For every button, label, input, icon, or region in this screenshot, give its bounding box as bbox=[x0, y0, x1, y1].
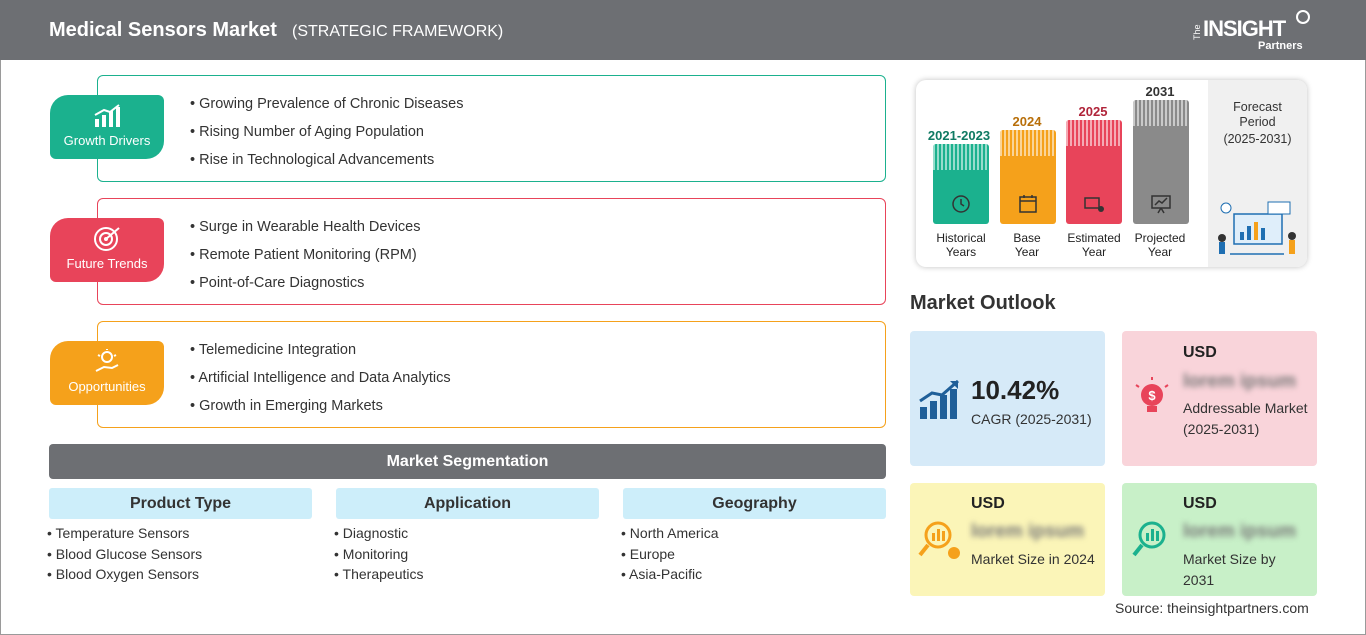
segment-list-geography: North America Europe Asia-Pacific bbox=[621, 525, 719, 587]
timeline-year-estimated: 2025 bbox=[1078, 104, 1108, 119]
list-item: Europe bbox=[621, 546, 719, 567]
growth-drivers-badge: Growth Drivers bbox=[50, 95, 164, 159]
size-2031-value: lorem ipsum bbox=[1183, 521, 1296, 542]
calendar-icon bbox=[1019, 195, 1037, 213]
cagr-value: 10.42% bbox=[971, 375, 1060, 405]
dollar-bulb-icon: $ bbox=[1135, 377, 1169, 412]
market-segmentation-bar: Market Segmentation bbox=[49, 444, 886, 479]
size-2031-label: Market Size by 2031 bbox=[1183, 551, 1276, 588]
segment-head-application: Application bbox=[336, 488, 599, 519]
future-trends-badge: Future Trends bbox=[50, 218, 164, 282]
list-item: Rising Number of Aging Population bbox=[190, 123, 463, 151]
timeline-year-historical: 2021-2023 bbox=[927, 128, 991, 143]
growth-drivers-box: Growing Prevalence of Chronic Diseases R… bbox=[97, 75, 886, 182]
list-item: Temperature Sensors bbox=[47, 525, 202, 546]
timeline-bar-historical bbox=[933, 144, 989, 224]
forecast-period-range: (2025-2031) bbox=[1223, 132, 1292, 146]
page-title: Medical Sensors Market bbox=[49, 19, 277, 41]
future-trends-label: Future Trends bbox=[66, 256, 148, 271]
logo-bulb-icon bbox=[1296, 10, 1310, 24]
addressable-value: lorem ipsum bbox=[1183, 371, 1296, 392]
opportunities-box: Telemedicine Integration Artificial Inte… bbox=[97, 321, 886, 428]
list-item: Monitoring bbox=[334, 546, 423, 567]
cagr-card: 10.42% CAGR (2025-2031) bbox=[910, 331, 1105, 466]
magnifier-chart-icon bbox=[1132, 521, 1166, 557]
timeline-year-projected: 2031 bbox=[1145, 84, 1175, 99]
list-item: Artificial Intelligence and Data Analyti… bbox=[190, 369, 450, 397]
target-icon bbox=[94, 227, 120, 251]
growth-drivers-list: Growing Prevalence of Chronic Diseases R… bbox=[190, 95, 463, 179]
lightbulb-hand-icon bbox=[95, 349, 119, 372]
list-item: Asia-Pacific bbox=[621, 566, 719, 587]
market-size-2031-card: USD lorem ipsum Market Size by 2031 bbox=[1122, 483, 1317, 596]
list-item: Blood Oxygen Sensors bbox=[47, 566, 202, 587]
growth-arrow-icon bbox=[919, 379, 959, 419]
list-item: North America bbox=[621, 525, 719, 546]
list-item: Surge in Wearable Health Devices bbox=[190, 218, 420, 246]
list-item: Blood Glucose Sensors bbox=[47, 546, 202, 567]
header-bar: Medical Sensors Market (STRATEGIC FRAMEW… bbox=[0, 0, 1366, 60]
segment-list-application: Diagnostic Monitoring Therapeutics bbox=[334, 525, 424, 587]
growth-drivers-label: Growth Drivers bbox=[63, 133, 151, 148]
segment-head-geography: Geography bbox=[623, 488, 886, 519]
forecast-period-panel: Forecast Period (2025-2031) bbox=[1208, 80, 1307, 267]
segment-head-product-type: Product Type bbox=[49, 488, 312, 519]
opportunities-label: Opportunities bbox=[68, 379, 146, 394]
insight-partners-logo[interactable]: The INSIGHT Partners bbox=[1190, 10, 1310, 54]
addressable-label: Addressable Market (2025-2031) bbox=[1183, 400, 1308, 437]
cagr-label: CAGR (2025-2031) bbox=[971, 411, 1092, 427]
forecast-period-label: Forecast Period bbox=[1233, 100, 1282, 129]
analytics-people-icon bbox=[1218, 201, 1296, 255]
addressable-market-card: USD lorem ipsum $ Addressable Market (20… bbox=[1122, 331, 1317, 466]
list-item: Growing Prevalence of Chronic Diseases bbox=[190, 95, 463, 123]
opportunities-list: Telemedicine Integration Artificial Inte… bbox=[190, 341, 451, 425]
timeline-bar-base bbox=[1000, 130, 1056, 224]
source-note: Source: theinsightpartners.com bbox=[1115, 600, 1309, 616]
list-item: Therapeutics bbox=[334, 566, 424, 587]
list-item: Remote Patient Monitoring (RPM) bbox=[190, 246, 420, 274]
estimate-chart-icon bbox=[1084, 197, 1104, 212]
future-trends-list: Surge in Wearable Health Devices Remote … bbox=[190, 218, 420, 302]
market-size-2024-card: USD lorem ipsum Market Size in 2024 bbox=[910, 483, 1105, 596]
list-item: Rise in Technological Advancements bbox=[190, 151, 463, 179]
logo-insight: INSIGHT bbox=[1203, 16, 1286, 41]
page-subtitle: (STRATEGIC FRAMEWORK) bbox=[292, 23, 504, 40]
magnifier-coins-icon bbox=[918, 521, 960, 559]
list-item: Growth in Emerging Markets bbox=[190, 397, 451, 425]
size-2024-usd: USD bbox=[971, 495, 1005, 512]
bar-chart-growth-icon bbox=[94, 104, 120, 127]
logo-partners: Partners bbox=[1258, 40, 1303, 52]
history-icon bbox=[952, 195, 970, 213]
segment-list-product-type: Temperature Sensors Blood Glucose Sensor… bbox=[47, 525, 203, 587]
svg-text:$: $ bbox=[1148, 388, 1156, 403]
presentation-icon bbox=[1151, 195, 1171, 214]
logo-the: The bbox=[1192, 24, 1202, 40]
market-outlook-title: Market Outlook bbox=[910, 292, 1056, 314]
future-trends-box: Surge in Wearable Health Devices Remote … bbox=[97, 198, 886, 305]
timeline-year-base: 2024 bbox=[1012, 114, 1042, 129]
size-2024-label: Market Size in 2024 bbox=[971, 551, 1095, 567]
list-item: Point-of-Care Diagnostics bbox=[190, 274, 420, 302]
size-2031-usd: USD bbox=[1183, 495, 1217, 512]
list-item: Diagnostic bbox=[334, 525, 423, 546]
addressable-usd: USD bbox=[1183, 344, 1217, 361]
opportunities-badge: Opportunities bbox=[50, 341, 164, 405]
timeline-bar-projected bbox=[1133, 100, 1189, 224]
timeline-bar-estimated bbox=[1066, 120, 1122, 224]
list-item: Telemedicine Integration bbox=[190, 341, 451, 369]
size-2024-value: lorem ipsum bbox=[971, 521, 1084, 542]
